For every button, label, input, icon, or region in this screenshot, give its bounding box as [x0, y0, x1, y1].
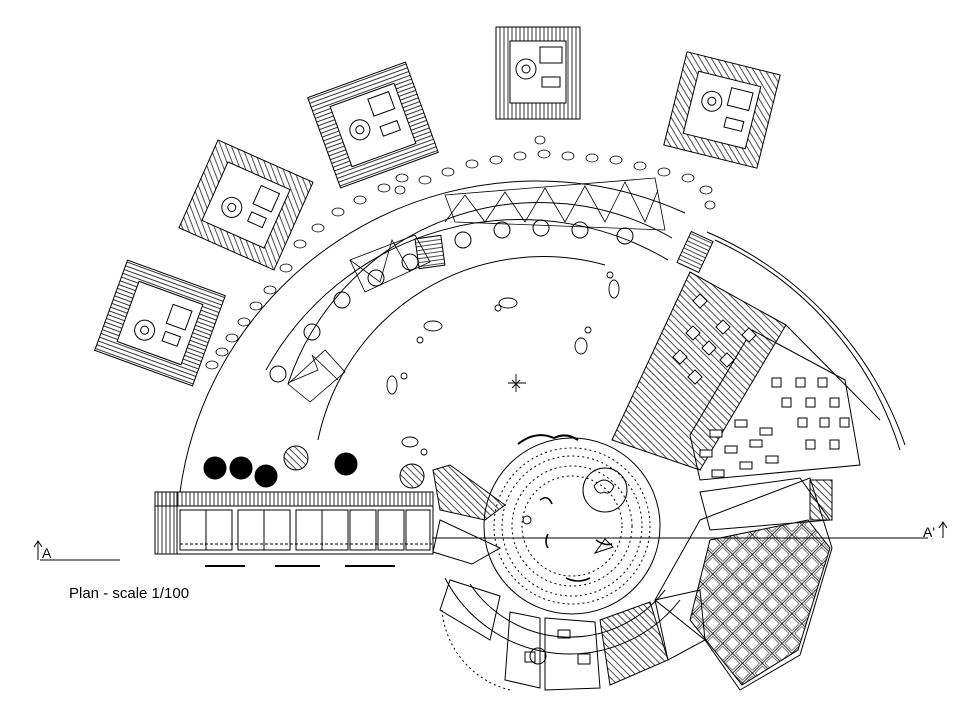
courtyard-furniture: [386, 271, 620, 456]
south-rooms: [439, 577, 706, 691]
residential-wing: [154, 464, 506, 567]
central-rotunda: [483, 434, 661, 615]
section-marker-left: A: [42, 545, 52, 561]
tree-row-west: [203, 445, 425, 489]
section-line-a: [33, 521, 948, 561]
outer-arc-walls: [179, 180, 906, 493]
dining-wing: [611, 271, 881, 481]
cabin-5: [663, 51, 781, 169]
kitchen-block: [654, 477, 833, 691]
section-marker-right: A': [923, 524, 936, 540]
dining-tables-north: [672, 293, 757, 385]
plan-caption: Plan - scale 1/100: [69, 585, 190, 602]
stair-east: [676, 230, 714, 274]
cabin-2: [178, 139, 314, 271]
tree-row-inner: [269, 219, 634, 383]
dining-tables-south: [699, 377, 850, 478]
cabin-4: [495, 26, 581, 120]
cabin-1: [94, 259, 226, 387]
stepping-stone-path: [205, 135, 716, 370]
cabin-3: [307, 61, 439, 189]
stair-north: [414, 234, 446, 270]
